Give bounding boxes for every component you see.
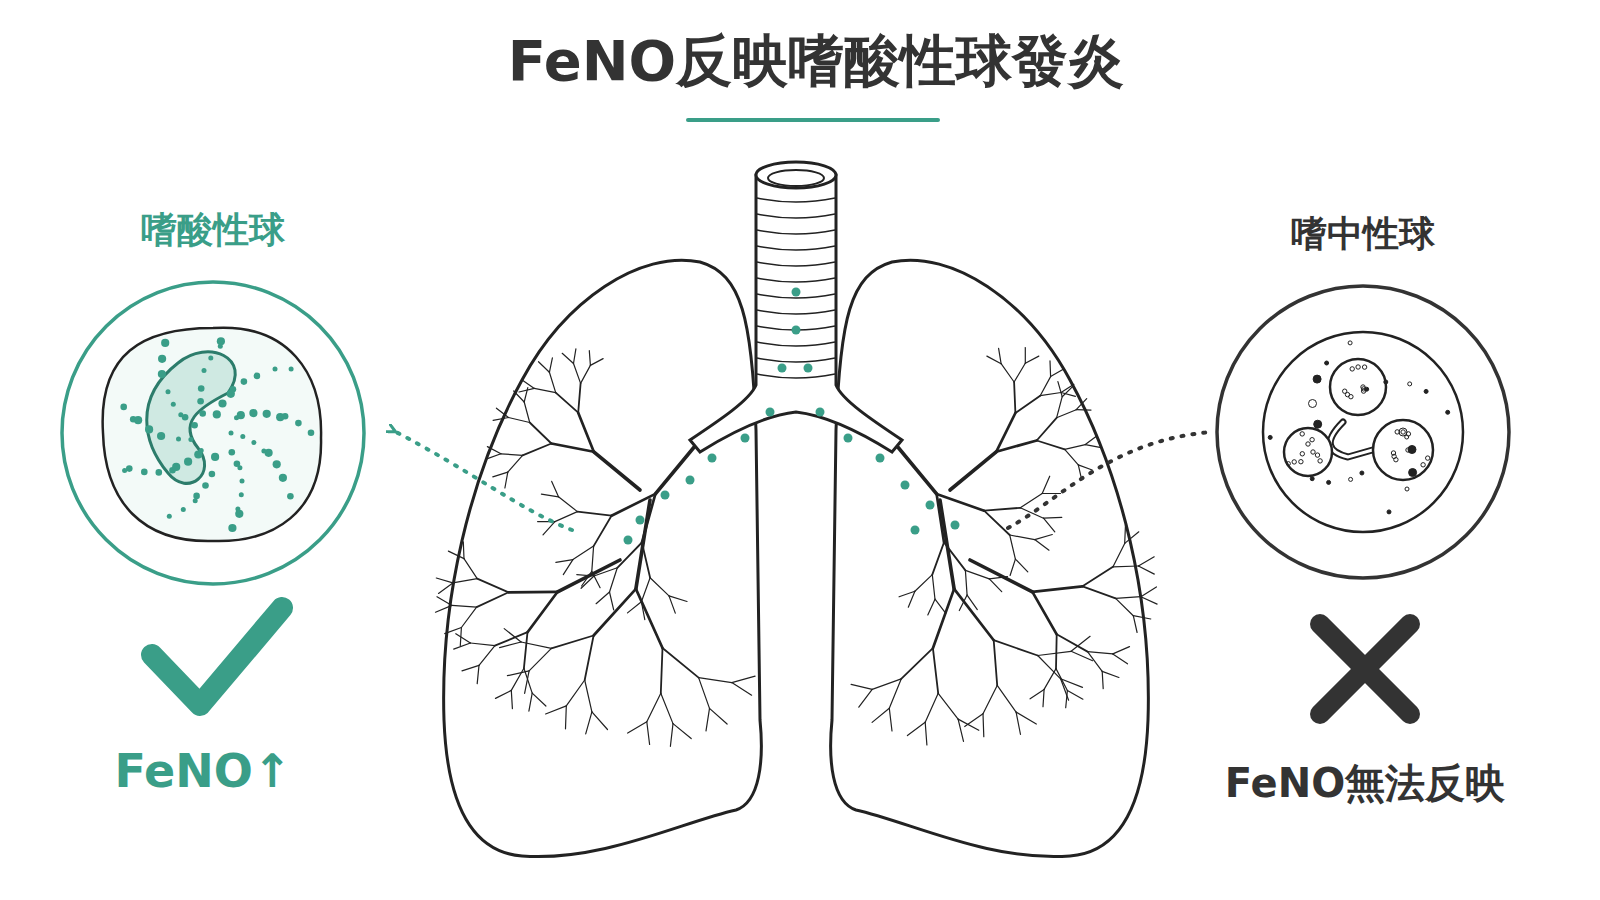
- check-mark: [152, 608, 282, 705]
- cell-heading: 嗜中性球: [1213, 210, 1513, 259]
- trachea-rings: [757, 198, 835, 378]
- feno-fail-label: FeNO無法反映: [1225, 756, 1505, 811]
- leader-arrow: [392, 430, 572, 530]
- inflammation-dots: [624, 288, 960, 545]
- title: FeNO反映嗜酸性球發炎: [508, 24, 1124, 100]
- feno-up-label: FeNO↑: [115, 744, 292, 798]
- trachea: [690, 162, 902, 452]
- title-underline: [688, 118, 938, 122]
- cross-mark: [1320, 624, 1410, 714]
- leader-line: [1008, 432, 1212, 528]
- cell-circle: [58, 278, 368, 588]
- cell-node: 嗜中性球: [1213, 210, 1513, 586]
- cell-node: 嗜酸性球: [58, 206, 368, 592]
- cell-circle: [1213, 282, 1513, 582]
- cell-heading: 嗜酸性球: [58, 206, 368, 255]
